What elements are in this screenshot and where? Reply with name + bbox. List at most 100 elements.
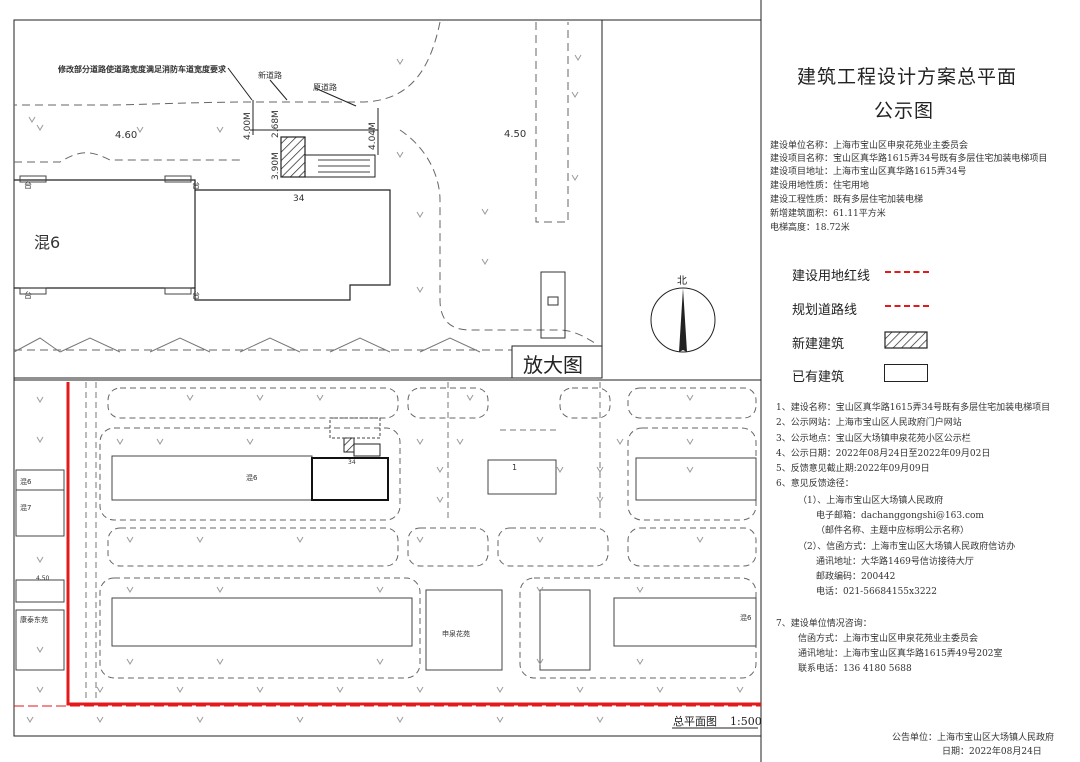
tree-mark	[686, 466, 694, 473]
zoom-terrace-3: 台	[24, 290, 32, 300]
zoom-frame	[13, 19, 603, 379]
site-right-label: 混6	[740, 613, 752, 622]
notice-6-1-email: 电子邮箱：dachanggongshi@163.com	[816, 511, 984, 521]
tree-mark	[696, 536, 704, 543]
zoom-elev-right: 4.50	[504, 129, 526, 140]
tree-mark	[396, 151, 404, 158]
site-islands	[99, 387, 757, 679]
dim-leader-new	[269, 79, 288, 101]
site-building-row1	[111, 455, 313, 501]
zoom-balcony-3	[19, 287, 47, 295]
tree-mark	[481, 208, 489, 215]
zoom-new-elevator	[280, 136, 306, 178]
tree-mark	[36, 124, 44, 131]
tree-mark	[574, 54, 582, 61]
tree-mark	[496, 716, 504, 723]
tree-mark	[416, 536, 424, 543]
info-address: 建设项目地址：上海市宝山区真华路1615弄34号	[770, 167, 967, 177]
tree-mark	[436, 496, 444, 503]
tree-mark	[376, 586, 384, 593]
info-nature: 建设工程性质：既有多层住宅加装电梯	[770, 195, 924, 205]
notice-2: 2、公示网站：上海市宝山区人民政府门户网站	[776, 418, 962, 428]
site-left-label-c: 康泰东苑	[20, 615, 48, 624]
tree-mark	[216, 658, 224, 665]
tree-mark	[686, 394, 694, 401]
tree-mark	[636, 658, 644, 665]
zoom-utility-box	[540, 271, 566, 339]
info-area: 新增建筑面积：61.11平方米	[770, 209, 886, 219]
site-right-buildings	[111, 457, 757, 671]
tree-mark	[436, 466, 444, 473]
north-label: 北	[677, 275, 687, 287]
tree-mark	[536, 658, 544, 665]
dim-268: 2.68M	[271, 110, 281, 138]
zoom-elevator-corridor	[304, 154, 376, 178]
notice-6-1: （1）、上海市宝山区大场镇人民政府	[798, 496, 944, 506]
notice-7-phone: 联系电话：136 4180 5688	[798, 664, 912, 674]
tree-mark	[636, 586, 644, 593]
notice-5: 5、反馈意见截止期:2022年09月09日	[776, 464, 930, 474]
panel-title-line1: 建筑工程设计方案总平面	[797, 66, 1018, 88]
notice-7-letter: 信函方式：上海市宝山区申泉花苑业主委员会	[798, 634, 979, 644]
notice-6: 6、意见反馈途径：	[776, 479, 854, 489]
zoom-utility-mark	[547, 296, 559, 306]
info-panel: 建筑工程设计方案总平面 公示图 建设单位名称：上海市宝山区申泉花苑业主委员会 建…	[650, 0, 1080, 762]
site-elev: 4.50	[36, 575, 50, 582]
tree-mark	[571, 174, 579, 181]
site-caption: 总平面图	[673, 714, 717, 728]
notice-7-addr: 通讯地址：上海市宝山区真华路1615弄49号202室	[798, 649, 1003, 659]
tree-mark	[556, 466, 564, 473]
zoom-terrace-2: 台	[192, 180, 200, 190]
site-note-box	[329, 417, 381, 439]
tree-mark	[396, 58, 404, 65]
notice-6-2-phone: 电话：021-56684155x3222	[816, 587, 938, 597]
legend-hatched-swatch	[884, 331, 928, 349]
legend-new-label: 新建建筑	[792, 337, 845, 352]
dim-390: 3.90M	[271, 152, 281, 180]
site-center-label: 申泉花苑	[442, 629, 470, 638]
tree-mark	[126, 658, 134, 665]
tree-mark	[536, 586, 544, 593]
footer-date: 日期：2022年08月24日	[942, 747, 1042, 757]
tree-mark	[28, 116, 36, 123]
tree-mark	[216, 586, 224, 593]
tree-mark	[416, 286, 424, 293]
tree-mark	[466, 394, 474, 401]
tree-mark	[416, 438, 424, 445]
zoom-road-edge-right	[399, 129, 599, 346]
tree-mark	[576, 686, 584, 693]
tree-mark	[596, 496, 604, 503]
tree-mark	[176, 686, 184, 693]
info-height: 电梯高度：18.72米	[770, 223, 850, 233]
zoom-terrace-1: 台	[24, 180, 32, 190]
north-arrow: 北	[650, 275, 716, 353]
legend-roadline-swatch	[885, 305, 929, 307]
zoom-note: 修改部分道路使道路宽度满足消防车道宽度要求	[57, 64, 227, 74]
tree-mark	[136, 126, 144, 133]
tree-mark	[126, 536, 134, 543]
tree-mark	[246, 438, 254, 445]
tree-mark	[26, 716, 34, 723]
notice-4: 4、公示日期：2022年08月24日至2022年09月02日	[776, 449, 991, 459]
zoom-balcony-2	[164, 175, 192, 183]
zoom-elev-left: 4.60	[115, 130, 137, 141]
site-plan: 混6 34 1 混6 混7 康泰东苑 申泉花苑 混6 4.50 总平面图 1:5…	[14, 379, 762, 729]
site-new-elevator	[343, 437, 355, 453]
zoom-block-name: 混6	[34, 233, 60, 252]
tree-mark	[36, 686, 44, 693]
site-center-road	[447, 382, 601, 520]
tree-mark	[296, 716, 304, 723]
zoom-old-road-label: 原道路	[313, 82, 337, 92]
legend-redline-label: 建设用地红线	[792, 269, 871, 284]
tree-mark	[96, 686, 104, 693]
tree-mark	[316, 394, 324, 401]
footer-unit: 公告单位：上海市宝山区大场镇人民政府	[892, 733, 1055, 743]
tree-mark	[156, 438, 164, 445]
zoom-road-right-vert	[535, 22, 569, 223]
zoom-caption: 放大图	[523, 353, 583, 377]
zoom-building-no: 34	[293, 194, 305, 204]
site-block-label: 混6	[246, 473, 258, 482]
tree-mark	[456, 438, 464, 445]
zoom-caption-box	[511, 345, 603, 379]
tree-mark	[36, 556, 44, 563]
